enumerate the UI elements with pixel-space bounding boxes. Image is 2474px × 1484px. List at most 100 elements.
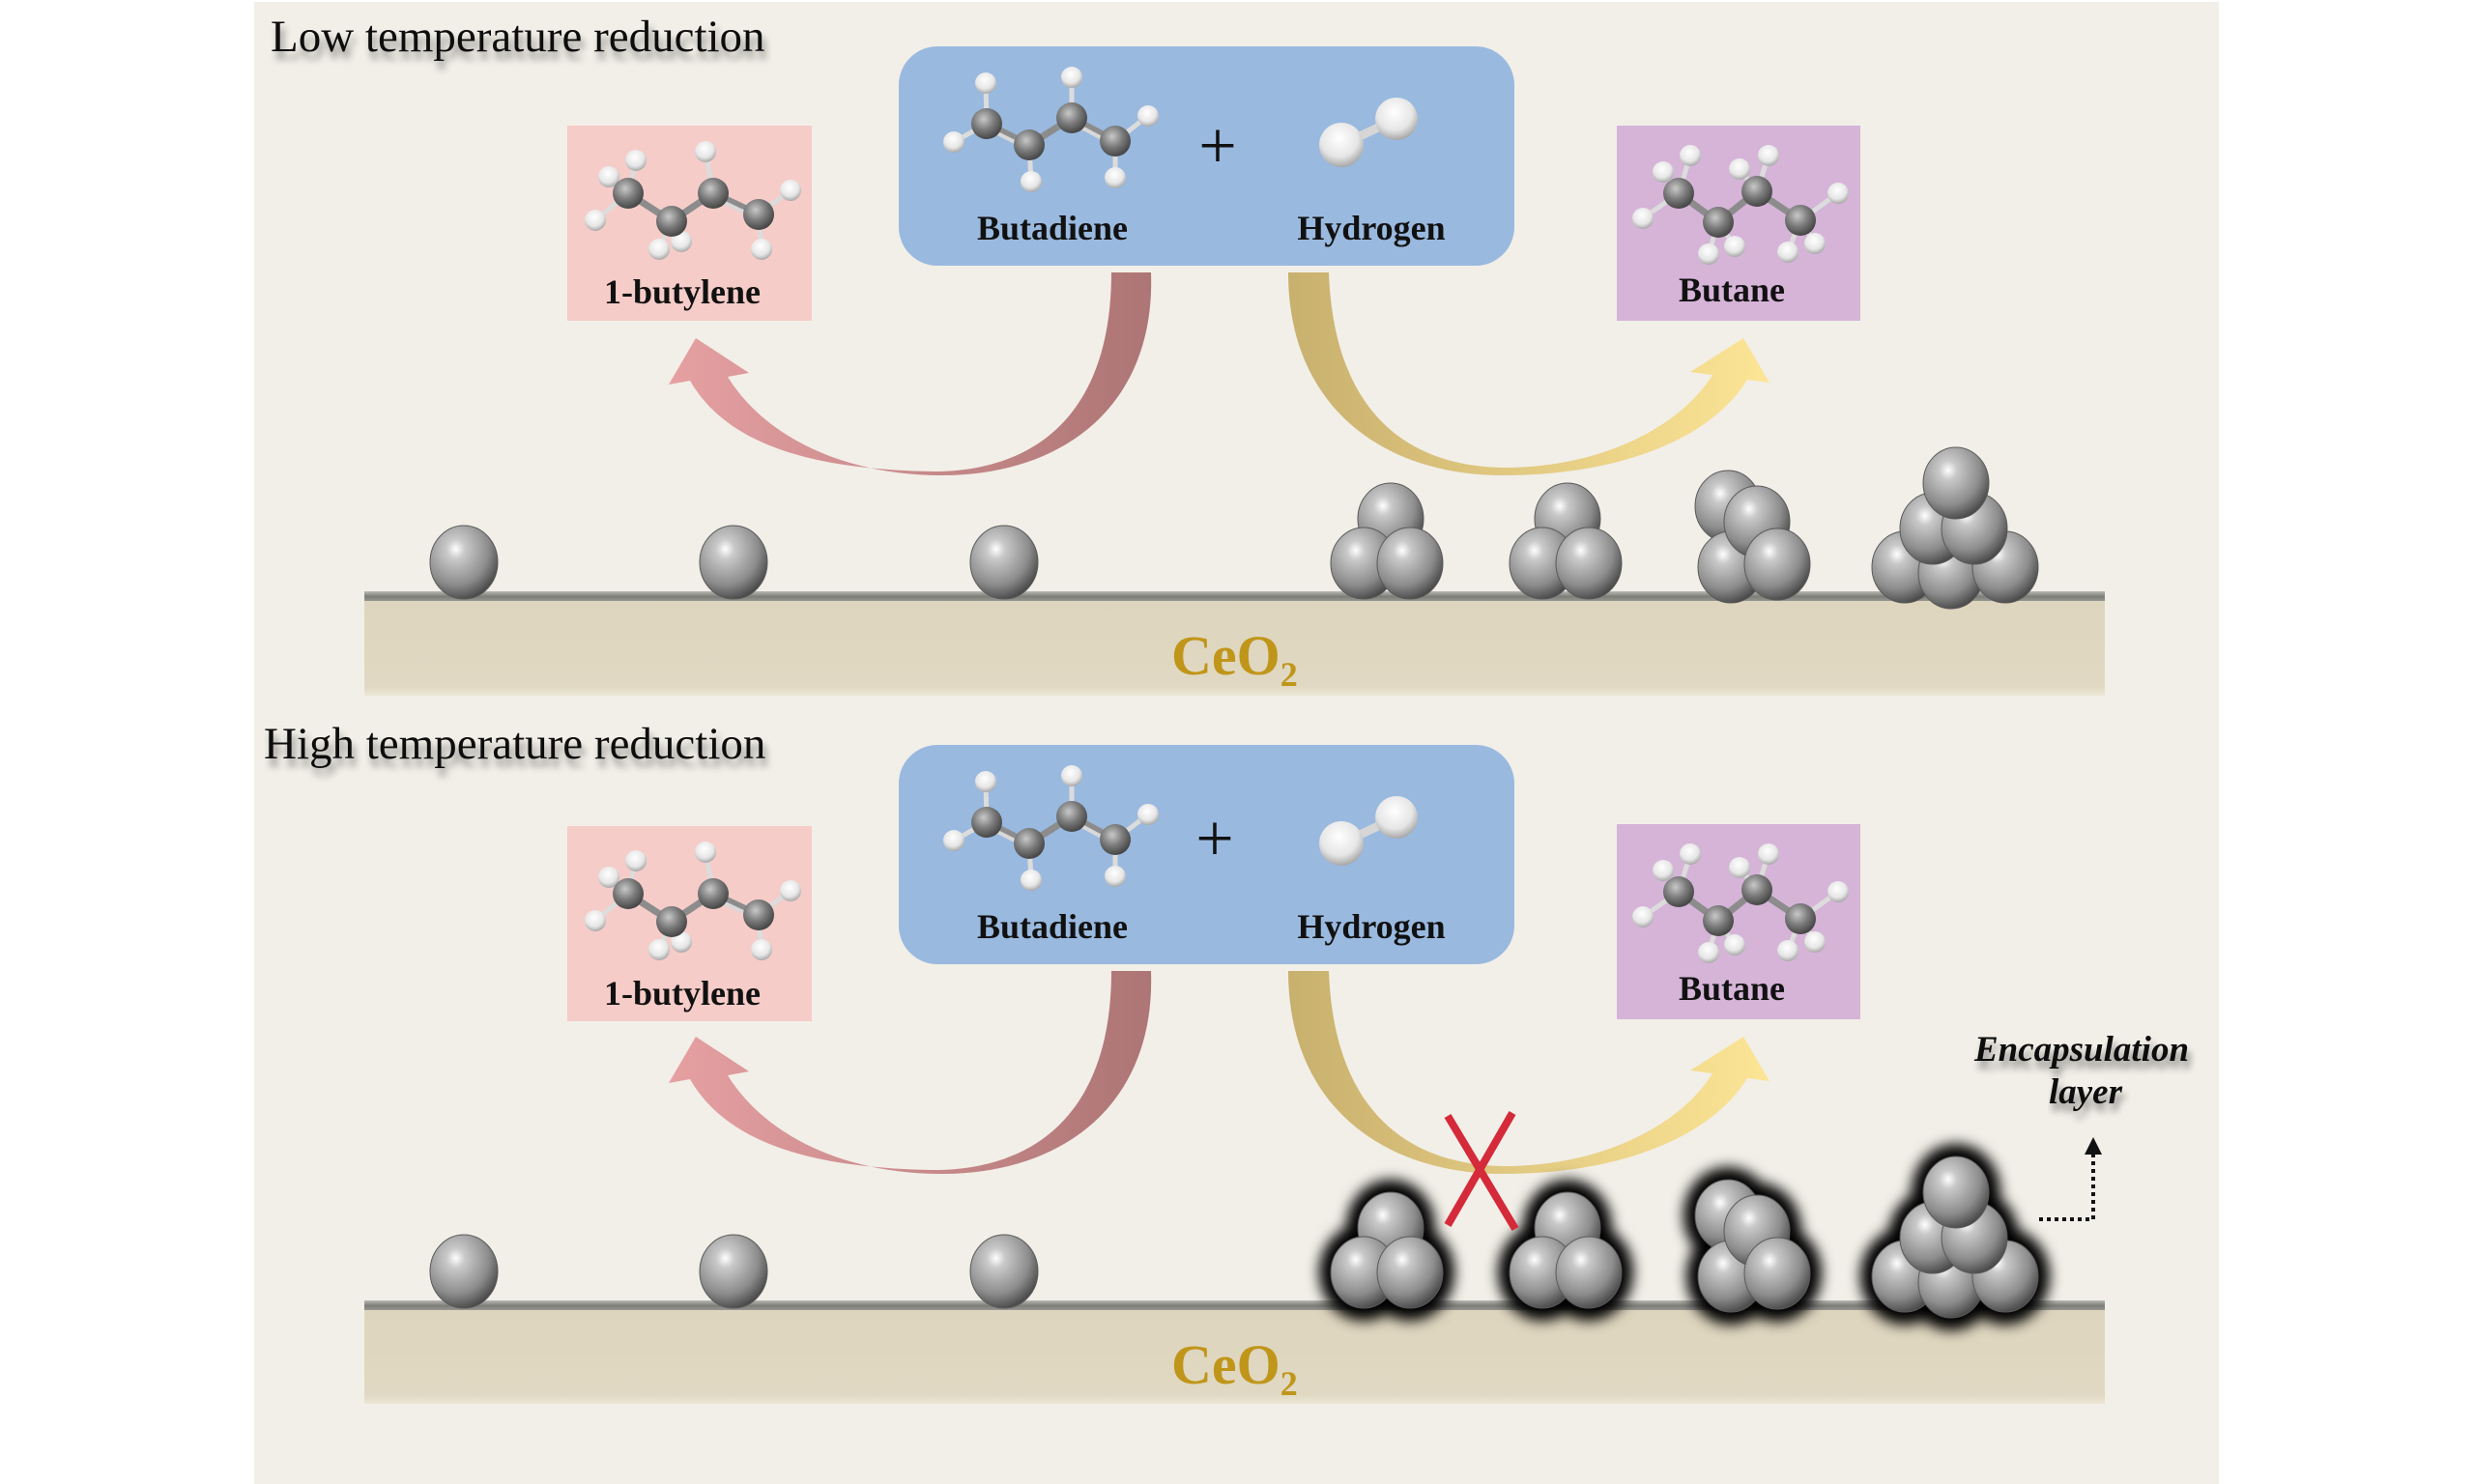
product-box-butylene: 1-butylene	[567, 826, 812, 1021]
metal-particle-icon	[699, 525, 768, 600]
hydrogen-atom	[1729, 857, 1750, 878]
hydrogen-atom	[751, 939, 772, 960]
hydrogen-atom	[671, 231, 692, 252]
carbon-atom	[1056, 801, 1087, 832]
metal-cluster	[1498, 1180, 1633, 1321]
hydrogen-atom	[1021, 171, 1042, 192]
hydrogen-atom	[1375, 98, 1418, 140]
product-box-butane: Butane	[1617, 126, 1860, 321]
carbon-atom	[1056, 102, 1087, 133]
hydrogen-atom	[625, 150, 647, 171]
support-surface-edge	[364, 1300, 2105, 1311]
support-label: CeO2	[1171, 624, 1298, 694]
hydrogen-atom	[1804, 233, 1826, 254]
hydrogen-atom	[1680, 843, 1701, 865]
isolated-particle	[429, 525, 499, 600]
carbon-atom	[1100, 126, 1131, 157]
hydrogen-atom	[1137, 105, 1159, 127]
hydrogen-atom	[648, 939, 670, 960]
carbon-atom	[1741, 176, 1772, 207]
isolated-particle	[699, 525, 768, 600]
product-label-butane: Butane	[1679, 969, 1785, 1008]
carbon-atom	[971, 807, 1002, 838]
hydrogen-atom	[943, 830, 964, 851]
isolated-particle	[429, 1234, 499, 1309]
product-label-butylene: 1-butylene	[604, 272, 761, 311]
hydrogen-atom	[1729, 158, 1750, 180]
hydrogen-atom	[695, 842, 716, 863]
metal-particle-icon	[1922, 1156, 1990, 1229]
hydrogen-atom	[671, 931, 692, 953]
carbon-atom	[698, 178, 729, 209]
hydrogen-atom	[1105, 167, 1126, 188]
ceo2-support: CeO2	[364, 1300, 2105, 1404]
metal-particle-icon	[429, 1234, 499, 1309]
carbon-atom	[698, 878, 729, 909]
hydrogen-atom	[1319, 123, 1364, 167]
hydrogen-atom	[975, 771, 996, 792]
carbon-atom	[1100, 824, 1131, 855]
hydrogen-atom	[625, 850, 647, 871]
metal-particle-icon	[1376, 1236, 1444, 1309]
hydrogen-atom	[1319, 821, 1364, 866]
metal-particle-icon	[429, 525, 499, 600]
hydrogen-atom	[585, 910, 606, 931]
plus-sign: +	[1195, 802, 1233, 876]
metal-particle-icon	[699, 1234, 768, 1309]
butane-molecule-icon	[1632, 145, 1849, 265]
metal-cluster	[1683, 1167, 1822, 1325]
carbon-atom	[613, 178, 644, 209]
reactant-label-hydrogen: Hydrogen	[1297, 907, 1445, 946]
reactant-label-butadiene: Butadiene	[977, 209, 1128, 247]
hydrogen-atom	[1698, 942, 1719, 963]
hydrogen-atom	[1137, 804, 1159, 825]
hydrogen-atom	[1827, 183, 1849, 204]
carbon-atom	[1014, 129, 1045, 160]
hydrogen-atom	[1777, 940, 1798, 961]
carbon-atom	[971, 108, 1002, 139]
carbon-atom	[1703, 905, 1734, 936]
carbon-atom	[656, 906, 687, 937]
hydrogen-atom	[598, 867, 619, 888]
metal-particle-icon	[1555, 527, 1623, 600]
carbon-atom	[1663, 178, 1694, 209]
panel-high-temperature: High temperature reduction + Butadiene H…	[264, 719, 2189, 1404]
metal-cluster	[1860, 1144, 2050, 1330]
product-box-butane: Butane	[1617, 824, 1860, 1019]
hydrogen-atom	[1827, 881, 1849, 902]
reactant-label-hydrogen: Hydrogen	[1297, 209, 1445, 247]
hydrogen-atom	[780, 880, 801, 901]
hydrogen-atom	[1777, 242, 1798, 263]
carbon-atom	[1785, 903, 1816, 934]
blocked-x-icon	[1444, 1110, 1519, 1232]
carbon-atom	[1785, 205, 1816, 236]
hydrogen-atom	[1724, 236, 1745, 257]
metal-particle-icon	[1376, 527, 1444, 600]
panel-title: Low temperature reduction	[271, 12, 765, 62]
hydrogen-atom	[598, 166, 619, 187]
butadiene-molecule-icon	[943, 67, 1159, 192]
product-label-butane: Butane	[1679, 271, 1785, 309]
annotation-line-1: Encapsulation	[1973, 1030, 2189, 1070]
hydrogen-atom	[1680, 145, 1701, 166]
metal-cluster	[1694, 470, 1811, 604]
carbon-atom	[1703, 207, 1734, 238]
hydrogen-atom	[943, 131, 964, 153]
butane-molecule-icon	[1632, 843, 1849, 963]
encapsulation-annotation: Encapsulation layer	[1973, 1030, 2189, 1221]
hydrogen-atom	[1375, 796, 1418, 839]
isolated-particle	[969, 525, 1039, 600]
support-label: CeO2	[1171, 1333, 1298, 1403]
carbon-atom	[613, 878, 644, 909]
metal-particle-icon	[1555, 1236, 1623, 1309]
butylene-molecule-icon	[585, 842, 801, 960]
hydrogen-atom	[1105, 866, 1126, 887]
metal-particle-icon	[1922, 446, 1990, 520]
metal-particle-icon	[969, 525, 1039, 600]
hydrogen-atom	[780, 180, 801, 201]
hydrogen-atom	[1653, 860, 1674, 881]
hydrogen-atom	[1758, 843, 1779, 865]
metal-particle-icon	[969, 1234, 1039, 1309]
hydrogen-molecule-icon	[1319, 796, 1418, 866]
metal-particles	[429, 1144, 2050, 1330]
